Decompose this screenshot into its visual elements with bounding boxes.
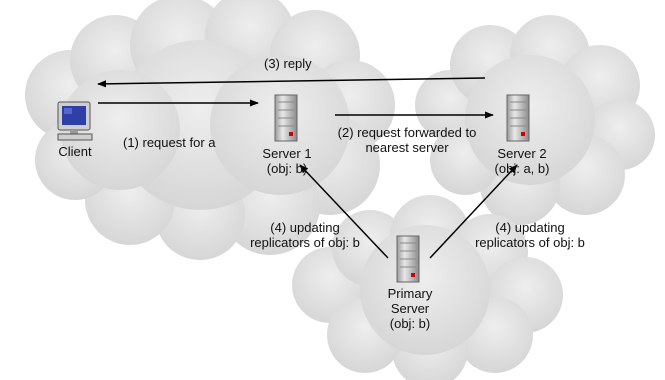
reply-label: (3) reply — [264, 56, 312, 71]
server2-objects-label: (obj: a, b) — [494, 161, 550, 176]
forward-label-line1: (2) request forwarded to — [337, 125, 477, 140]
reply-arrow — [97, 77, 486, 88]
update-left-label-line1: (4) updating — [270, 220, 340, 235]
server1-name-label: Server 1 — [262, 146, 312, 161]
computer-monitor-icon — [57, 101, 93, 141]
update-left-label-line2: replicators of obj: b — [250, 235, 360, 250]
forward-label-line2: nearest server — [365, 140, 449, 155]
server-tower-icon — [396, 235, 420, 283]
primary-objects-label: (obj: b) — [389, 316, 431, 331]
network-cloud-right — [415, 15, 655, 225]
server1-objects-label: (obj: b) — [266, 161, 308, 176]
client-label: Client — [58, 144, 92, 159]
server2-name-label: Server 2 — [497, 146, 547, 161]
server-tower-icon — [274, 94, 298, 142]
server-tower-icon — [506, 94, 530, 142]
update-right-label-line2: replicators of obj: b — [475, 235, 585, 250]
update-server2-arrow — [429, 164, 518, 259]
primary-name-line2: Server — [390, 301, 430, 316]
network-cloud-bottom — [292, 195, 563, 380]
request-label: (1) request for a — [123, 135, 216, 150]
primary-name-line1: Primary — [387, 286, 433, 301]
update-server1-arrow — [299, 164, 389, 259]
update-right-label-line1: (4) updating — [495, 220, 565, 235]
